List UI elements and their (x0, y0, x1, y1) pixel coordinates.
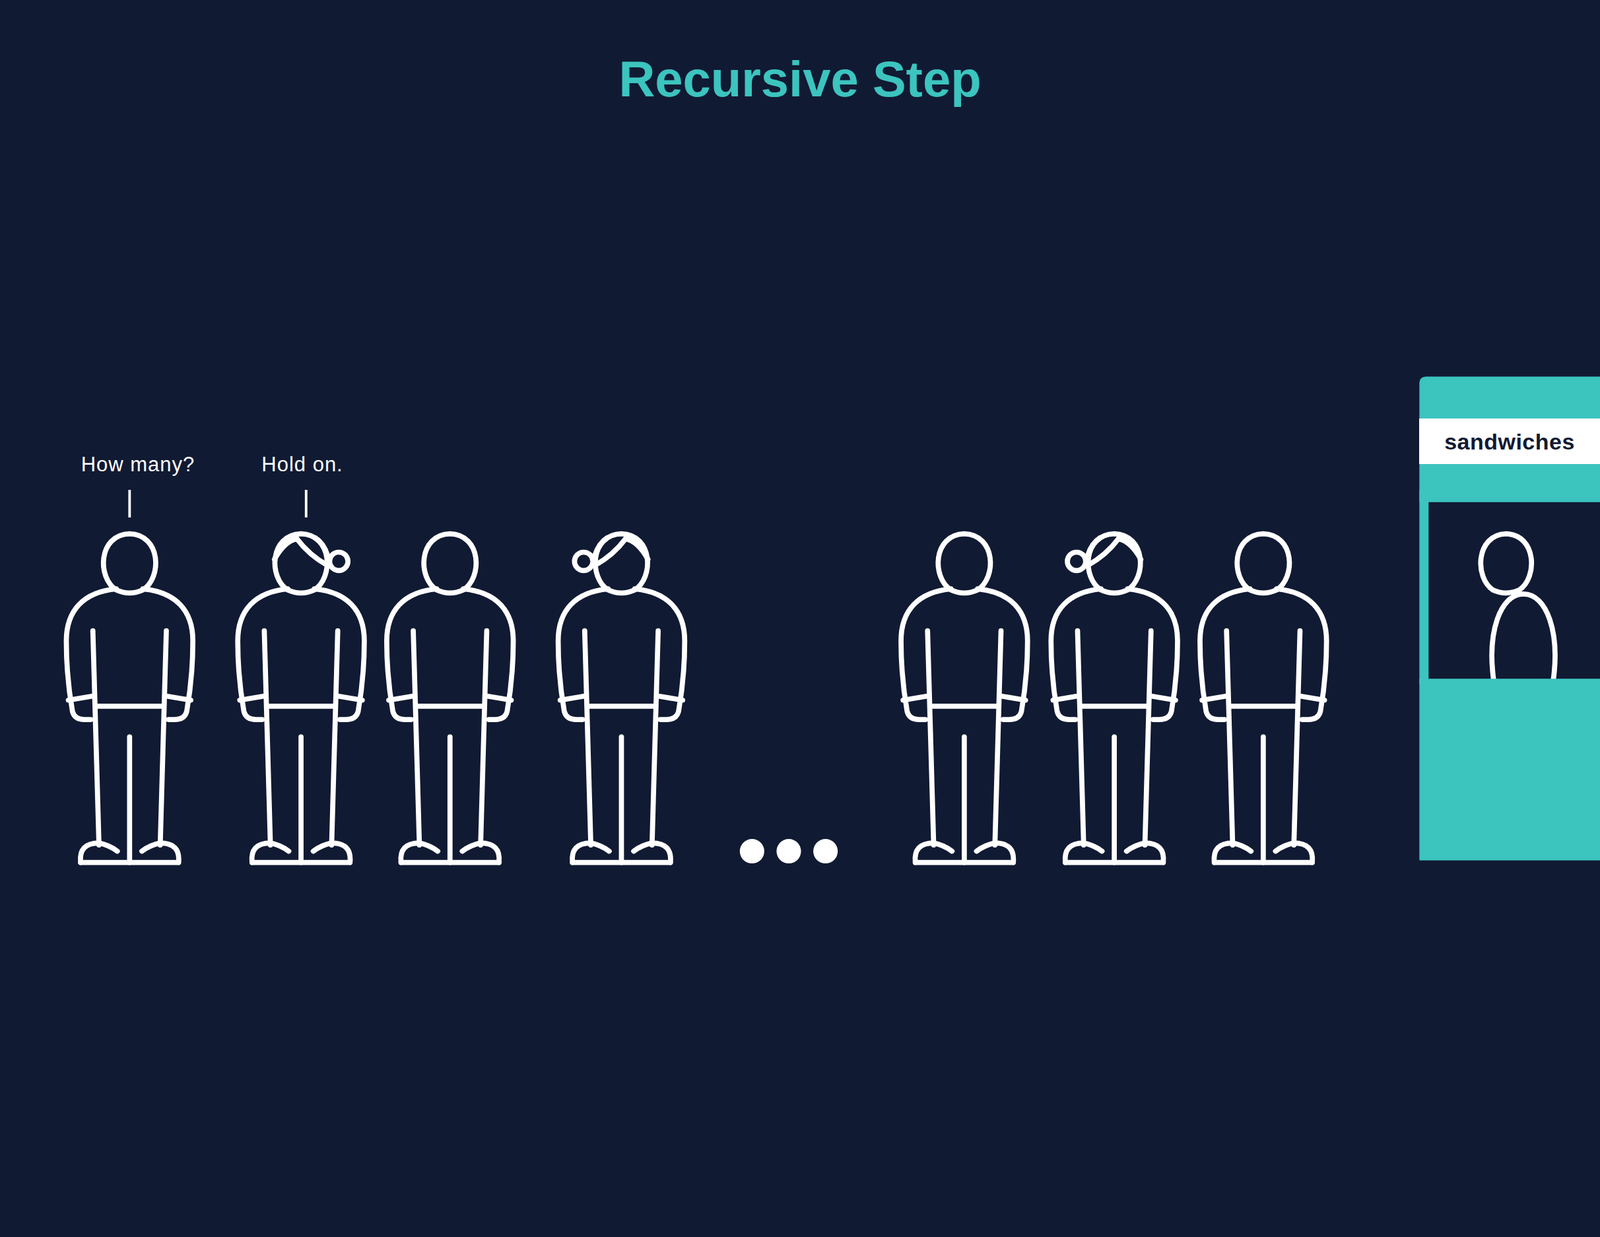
speech-label: Hold on. (261, 454, 343, 475)
speech-label: How many? (81, 454, 196, 475)
sandwich-booth: sandwiches (1419, 376, 1600, 861)
sign-text: sandwiches (1444, 430, 1575, 453)
diagram-title: Recursive Step (618, 54, 981, 105)
sign-band: sandwiches (1419, 418, 1600, 465)
